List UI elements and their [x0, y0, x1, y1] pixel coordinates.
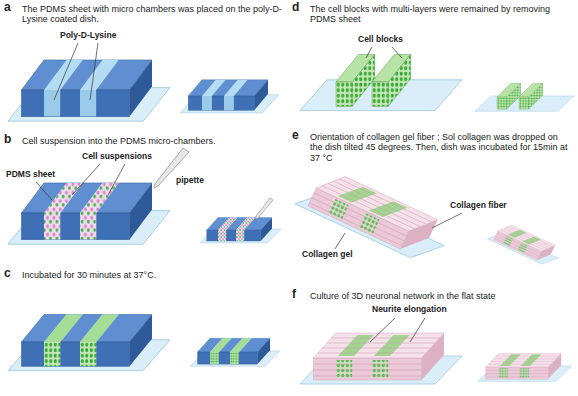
caption: The cell blocks with multi-layers were r… — [310, 4, 572, 25]
caption: Cell suspension into the PDMS micro-cham… — [22, 136, 284, 146]
panel-letter: d — [292, 1, 299, 15]
panel-a-art — [8, 43, 279, 121]
caption: Culture of 3D neuronal network in the fl… — [310, 291, 572, 301]
panel-e-art — [295, 162, 563, 269]
panel-c-art — [8, 315, 280, 371]
part-label: Collagen gel — [302, 250, 353, 260]
part-label: Neurite elongation — [372, 305, 447, 315]
part-label: Cell blocks — [358, 35, 403, 45]
panel-b-art — [8, 148, 281, 244]
part-label: Poly-D-Lysine — [60, 31, 116, 41]
panel-letter: c — [4, 267, 11, 281]
part-label: Cell suspensions — [82, 152, 152, 162]
part-label: PDMS sheet — [6, 170, 55, 180]
panel-letter: e — [292, 129, 299, 143]
caption: Orientation of collagen gel fiber ; Sol … — [310, 132, 572, 163]
panel-letter: a — [4, 1, 11, 15]
panel-letter: f — [292, 288, 296, 302]
panel-d-art — [300, 47, 574, 111]
panel-letter: b — [4, 133, 11, 147]
part-label: Collagen fiber — [450, 201, 507, 211]
panel-f-art — [300, 318, 572, 384]
caption: The PDMS sheet with micro chambers was p… — [22, 4, 284, 25]
part-label: pipette — [176, 176, 204, 186]
caption: Incubated for 30 minutes at 37°C. — [22, 270, 284, 280]
